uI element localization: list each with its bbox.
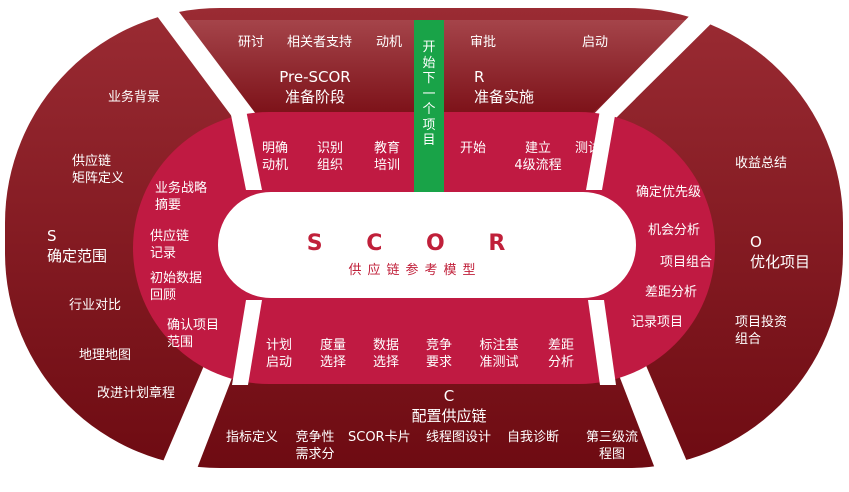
green-bar bbox=[414, 20, 444, 192]
left-outer-item: 业务背景 bbox=[108, 90, 161, 105]
left-outer-item: 供应链 矩阵定义 bbox=[72, 154, 125, 186]
bottom-inner-item: 标注基 准测试 bbox=[479, 338, 519, 370]
bottom-outer-item: 自我诊断 bbox=[507, 430, 560, 445]
left-inner-item: 供应链 记录 bbox=[150, 229, 190, 261]
inner-cut-left-bottom bbox=[232, 300, 262, 385]
bottom-outer-item: 线程图设计 bbox=[426, 430, 492, 445]
right-inner-item: 确定优先级 bbox=[636, 185, 702, 200]
bottom-inner-item: 竞争 要求 bbox=[425, 338, 452, 370]
bottom-outer-item: 指标定义 bbox=[226, 430, 279, 445]
core bbox=[218, 192, 636, 298]
right-inner-item: 项目组合 bbox=[660, 255, 713, 270]
stage-c: C 配置供应链 bbox=[411, 387, 487, 425]
inner-cut-left-top bbox=[230, 110, 262, 190]
left-inner-item: 业务战略 摘要 bbox=[155, 181, 208, 213]
top-left-inner-item: 教育 培训 bbox=[373, 141, 400, 173]
green-bar-label: 开始下一个项目 bbox=[422, 40, 436, 148]
bottom-outer-item: SCOR卡片 bbox=[348, 430, 411, 445]
bottom-inner-item: 计划 启动 bbox=[265, 338, 292, 370]
stage-r: R 准备实施 bbox=[474, 68, 535, 106]
bottom-inner-item: 差距 分析 bbox=[547, 338, 574, 370]
bottom-outer-item: 第三级流 程图 bbox=[585, 430, 638, 462]
stage-pre-scor: Pre-SCOR 准备阶段 bbox=[279, 68, 351, 106]
top-left-inner-item: 识别 组织 bbox=[316, 141, 343, 173]
bottom-outer-item: 竞争性 需求分 bbox=[295, 430, 335, 462]
bottom-inner-item: 数据 选择 bbox=[372, 338, 399, 370]
top-left-outer-item: 研讨 bbox=[238, 35, 265, 50]
stage-o: O 优化项目 bbox=[750, 233, 811, 271]
left-outer-item: 行业对比 bbox=[69, 298, 122, 313]
right-outer-item: 项目投资 组合 bbox=[735, 315, 788, 347]
left-inner-item: 初始数据 回顾 bbox=[150, 271, 203, 303]
top-left-outer-item: 动机 bbox=[376, 35, 403, 50]
top-left-inner-item: 明确 动机 bbox=[261, 141, 288, 173]
separator-top-right bbox=[586, 0, 735, 122]
left-inner-item: 确认项目 范围 bbox=[167, 318, 220, 350]
stage-s: S 确定范围 bbox=[47, 227, 108, 265]
top-right-outer-item: 审批 bbox=[470, 35, 497, 50]
top-right-outer-item: 启动 bbox=[582, 35, 609, 50]
top-left-outer-item: 相关者支持 bbox=[287, 35, 353, 50]
right-outer-item: 收益总结 bbox=[735, 156, 788, 171]
left-outer-item: 地理地图 bbox=[79, 348, 132, 363]
bottom-inner-item: 度量 选择 bbox=[319, 338, 346, 370]
right-inner-item: 差距分析 bbox=[645, 285, 698, 300]
inner-cut-right-top bbox=[586, 110, 616, 190]
scor-title: S C O R bbox=[306, 231, 524, 256]
top-right-inner-item: 建立 4级流程 bbox=[514, 141, 562, 173]
scor-subtitle: 供应链参考模型 bbox=[348, 263, 482, 278]
top-right-inner-item: 测试 bbox=[575, 141, 602, 156]
right-inner-item: 机会分析 bbox=[648, 223, 701, 238]
inner-cut-right-bottom bbox=[588, 300, 616, 385]
left-outer-item: 改进计划章程 bbox=[97, 386, 176, 401]
separator-top-left bbox=[145, 0, 262, 122]
right-inner-item: 记录项目 bbox=[631, 315, 684, 330]
top-right-inner-item: 开始 bbox=[460, 141, 487, 156]
